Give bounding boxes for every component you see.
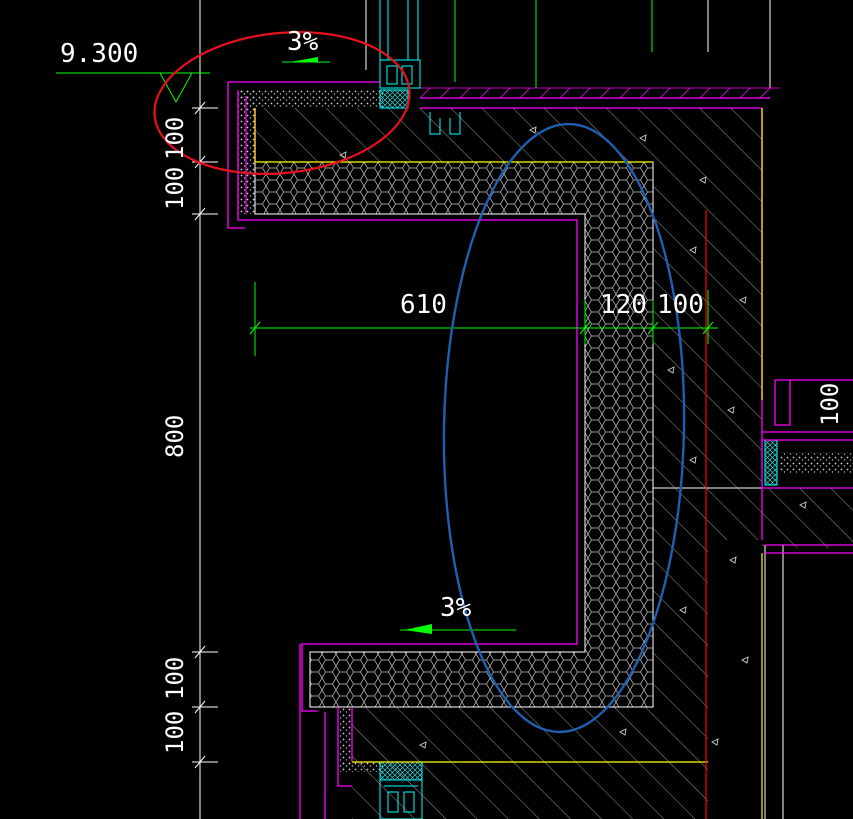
yellow-face-lines: [254, 108, 763, 819]
green-lines: [56, 0, 718, 631]
dimension-v-100-b: 100: [161, 167, 189, 210]
blue-highlight-ellipse: [442, 122, 686, 734]
red-highlight-ellipse: [153, 31, 411, 175]
roof-edge-hatch: [419, 87, 780, 99]
slope-arrows: [290, 57, 432, 634]
dimension-v-100-a: 100: [161, 117, 189, 160]
window-frame-bottom: [379, 779, 423, 819]
magenta-outlines: [227, 81, 853, 819]
elevation-label: 9.300: [60, 39, 138, 69]
dimension-h-120: 120: [600, 290, 647, 320]
dimension-h-100: 100: [657, 290, 704, 320]
dimension-h-610: 610: [400, 290, 447, 320]
dimension-v-100-c: 100: [161, 657, 189, 700]
slope-label-bottom: 3%: [440, 593, 472, 623]
dimension-v-800: 800: [161, 415, 189, 458]
dimension-v-100-right: 100: [816, 383, 844, 426]
slope-label-top: 3%: [287, 27, 319, 57]
concrete-structure: [255, 108, 853, 819]
window-frame-top: [379, 0, 461, 135]
dimension-v-100-d: 100: [161, 711, 189, 754]
